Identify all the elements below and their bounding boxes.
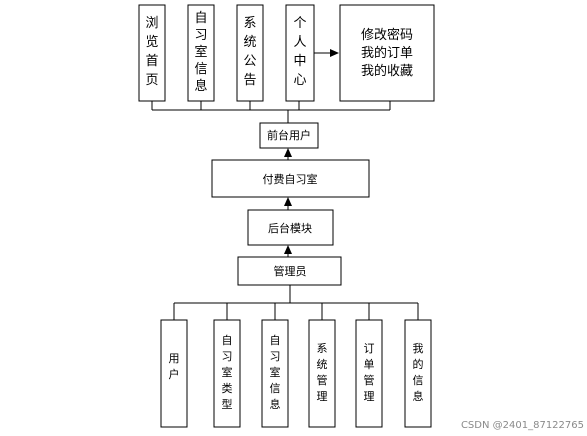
admin-module-study-room-type-label: 自习室类型 [222,334,233,411]
bottom-connectors [173,285,419,320]
admin-module-order-management: 订单管理 [355,319,383,428]
detail-my-orders: 我的订单 [361,45,413,61]
module-study-room-info-label: 自习室信息 [194,11,207,94]
admin-box: 管理员 [237,256,342,286]
admin-label: 管理员 [274,264,307,278]
module-browse-home: 浏览首页 [138,4,166,102]
module-system-notice: 系统公告 [236,4,264,102]
admin-module-system-management-label: 系统管理 [317,342,328,403]
arrow-to-paid-study-room [284,197,292,210]
admin-module-user: 用户 [160,319,188,428]
admin-module-user-label: 用户 [169,352,180,381]
admin-module-study-room-info-label: 自习室信息 [270,334,281,411]
backend-module-label: 后台模块 [268,221,312,235]
admin-module-order-management-label: 订单管理 [364,342,375,403]
admin-module-study-room-type: 自习室类型 [213,319,241,428]
top-connectors [151,49,391,123]
arrow-to-front-user [284,148,292,160]
admin-module-system-management: 系统管理 [308,319,336,428]
module-personal-center: 个人中心 [285,4,315,102]
module-personal-center-label: 个人中心 [293,16,306,88]
detail-my-favorites: 我的收藏 [361,63,413,79]
admin-module-study-room-info: 自习室信息 [261,319,289,428]
front-user-box: 前台用户 [259,122,319,149]
module-study-room-info: 自习室信息 [187,4,215,102]
module-system-notice-label: 系统公告 [243,16,256,88]
backend-module-box: 后台模块 [247,209,334,246]
arrow-to-backend-module [284,245,292,257]
admin-module-my-info-label: 我的信息 [413,342,424,403]
personal-center-detail-box: 修改密码 我的订单 我的收藏 [339,4,435,102]
detail-change-password: 修改密码 [361,27,413,43]
module-browse-home-label: 浏览首页 [145,15,158,88]
front-user-label: 前台用户 [267,128,311,142]
admin-module-my-info: 我的信息 [404,319,432,428]
csdn-watermark: CSDN @2401_87122765 [461,420,584,431]
paid-study-room-label: 付费自习室 [263,172,318,186]
paid-study-room-box: 付费自习室 [211,159,370,198]
